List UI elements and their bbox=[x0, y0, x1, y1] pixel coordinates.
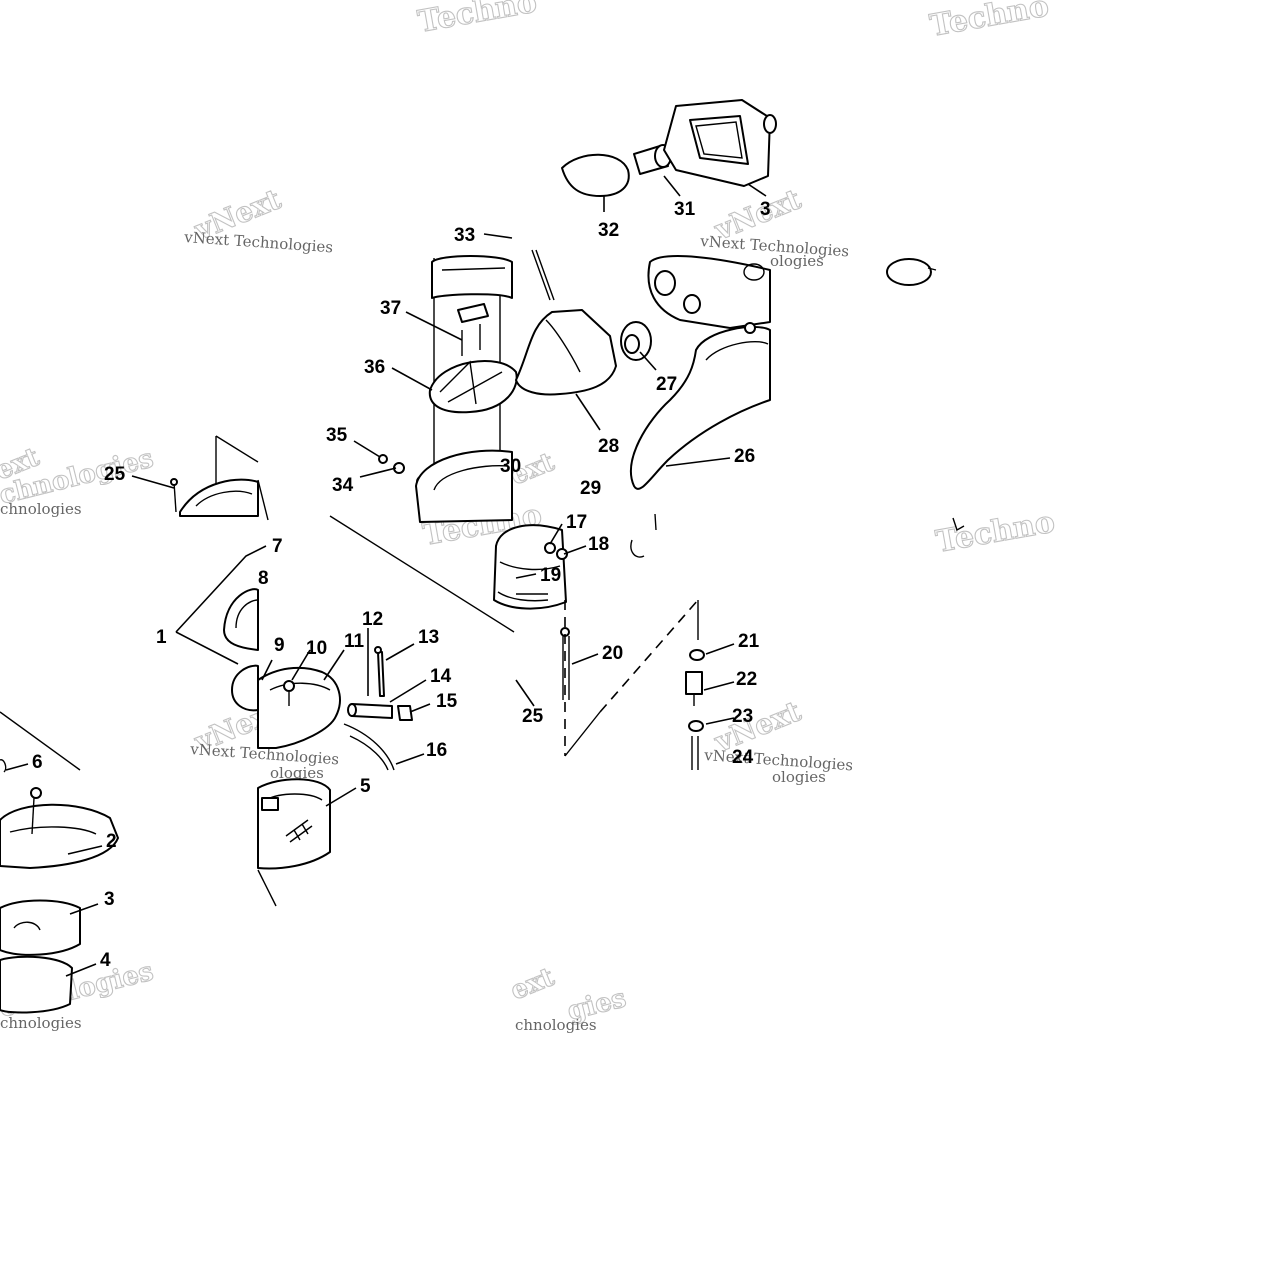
part-fitting-10 bbox=[283, 680, 295, 706]
assembly-guide-lines bbox=[329, 515, 699, 757]
watermark-techno-2: Techno bbox=[927, 0, 1051, 44]
part-filter-box-30 bbox=[415, 449, 513, 523]
watermark-layer: Techno Techno vNext vNext Technologies v… bbox=[0, 0, 1058, 1034]
part-housing-33 bbox=[431, 249, 555, 520]
callout-22: 22 bbox=[736, 669, 757, 690]
part-hose-dashed-29 bbox=[630, 513, 657, 558]
callout-21: 21 bbox=[738, 631, 760, 652]
watermark-ologies-2: ologies bbox=[770, 252, 824, 270]
part-sleeve-31 bbox=[633, 144, 672, 175]
part-fuel-filter-22 bbox=[685, 671, 703, 706]
callout-32: 32 bbox=[598, 220, 619, 241]
leader-lines bbox=[5, 175, 767, 977]
callout-26: 26 bbox=[734, 446, 755, 467]
callout-35: 35 bbox=[326, 425, 348, 446]
part-screen-36 bbox=[428, 303, 518, 414]
part-grommet-27 bbox=[620, 321, 652, 361]
callout-13: 13 bbox=[418, 627, 439, 648]
part-hose-16 bbox=[343, 723, 395, 771]
part-clamp-9 bbox=[231, 664, 259, 712]
part-clamp-ring bbox=[886, 258, 937, 286]
callout-18: 18 bbox=[588, 534, 609, 555]
part-hose-24 bbox=[691, 736, 699, 770]
callout-16: 16 bbox=[426, 740, 447, 761]
part-line-20 bbox=[560, 627, 570, 700]
callout-33: 33 bbox=[454, 225, 475, 246]
callout-3: 3 bbox=[104, 889, 115, 910]
part-bolt-25-left bbox=[170, 478, 178, 513]
part-box-3-top bbox=[663, 99, 777, 187]
callout-4: 4 bbox=[100, 950, 111, 971]
callout-5: 5 bbox=[360, 776, 371, 797]
callout-11: 11 bbox=[344, 631, 365, 652]
callout-29: 29 bbox=[580, 478, 601, 499]
callout-25-center: 25 bbox=[522, 706, 544, 727]
callout-15: 15 bbox=[436, 691, 458, 712]
callout-labels: 1 2 3 4 5 6 7 8 9 10 11 12 13 14 15 16 1… bbox=[32, 199, 771, 971]
callout-7: 7 bbox=[272, 536, 283, 557]
part-clamp-21 bbox=[689, 649, 705, 661]
callout-1: 1 bbox=[156, 627, 167, 648]
part-tube-14 bbox=[347, 703, 393, 719]
watermark-chnologies-3: chnologies bbox=[0, 500, 82, 518]
part-intake-boot-26 bbox=[629, 322, 771, 490]
callout-19: 19 bbox=[540, 565, 561, 586]
part-base-left bbox=[0, 711, 119, 1014]
watermark-ologies-6: ologies bbox=[270, 764, 324, 782]
callout-30: 30 bbox=[500, 456, 521, 477]
callout-14: 14 bbox=[430, 666, 452, 687]
callout-25-left: 25 bbox=[104, 464, 126, 485]
callout-20: 20 bbox=[602, 643, 623, 664]
callout-3-top: 3 bbox=[760, 199, 771, 220]
watermark-techno-1: Techno bbox=[415, 0, 539, 40]
callout-31: 31 bbox=[674, 199, 696, 220]
callout-37: 37 bbox=[380, 298, 401, 319]
part-cap-15 bbox=[397, 705, 413, 721]
callout-10: 10 bbox=[306, 638, 327, 659]
part-elbow-11 bbox=[257, 666, 341, 749]
part-airbox-5 bbox=[257, 778, 331, 907]
watermark-chnologies-9: chnologies bbox=[515, 1016, 597, 1034]
callout-12: 12 bbox=[362, 609, 383, 630]
part-air-duct-28 bbox=[515, 309, 617, 396]
callout-24: 24 bbox=[732, 747, 754, 768]
callout-8: 8 bbox=[258, 568, 269, 589]
part-small-fragment-right bbox=[952, 517, 965, 532]
callout-36: 36 bbox=[364, 357, 385, 378]
callout-27: 27 bbox=[656, 374, 677, 395]
part-boot-8 bbox=[223, 588, 259, 651]
part-clamp-23 bbox=[688, 720, 704, 732]
watermark-chnologies-8: chnologies bbox=[0, 1014, 82, 1032]
callout-34: 34 bbox=[332, 475, 354, 496]
part-manifold-plate bbox=[647, 255, 771, 329]
part-cap-32 bbox=[561, 153, 630, 197]
watermark-ologies-7: ologies bbox=[772, 768, 826, 786]
watermark-techno-5: Techno bbox=[933, 505, 1057, 560]
watermark-next-9: ext bbox=[506, 962, 558, 1006]
callout-17: 17 bbox=[566, 512, 587, 533]
callout-9: 9 bbox=[274, 635, 285, 656]
part-rod-12-13 bbox=[374, 646, 385, 697]
part-flange-left bbox=[179, 435, 269, 521]
callout-2: 2 bbox=[106, 831, 117, 852]
callout-28: 28 bbox=[598, 436, 619, 457]
watermark-company-1: vNext Technologies bbox=[183, 228, 334, 256]
callout-6: 6 bbox=[32, 752, 43, 773]
callout-23: 23 bbox=[732, 706, 753, 727]
